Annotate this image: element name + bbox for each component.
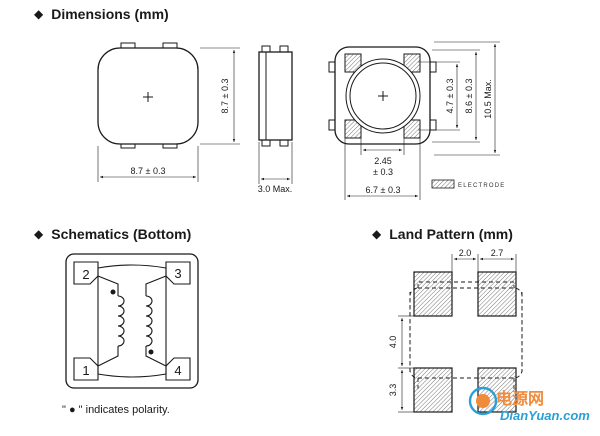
land-pad-bottom-left	[413, 367, 453, 413]
land-pad-top-right	[477, 271, 517, 317]
electrode-legend-swatch	[431, 179, 455, 189]
side-view-tab	[279, 139, 289, 147]
electrode-legend-label: ELECTRODE	[458, 183, 505, 189]
side-height-label: 3.0 Max.	[258, 184, 293, 194]
pad-height-label: 3.3	[388, 384, 398, 397]
electrode-pad	[344, 119, 362, 139]
pin-pad-1	[73, 357, 99, 381]
winding-1	[117, 295, 125, 347]
diamond-bullet-icon: ◆	[34, 227, 44, 241]
polarity-dot-icon	[148, 349, 154, 355]
top-height-label: 8.7 ± 0.3	[220, 79, 230, 114]
bottom-pad-width-label: 2.45	[374, 156, 392, 166]
bottom-view	[328, 41, 500, 200]
winding-2	[145, 295, 153, 347]
land-pattern-title-text: Land Pattern (mm)	[389, 226, 513, 242]
watermark-site-name: 电源网	[496, 391, 545, 408]
schematic-outline	[65, 253, 199, 389]
pin-label-4: 4	[174, 363, 181, 378]
electrode-pad	[403, 119, 421, 139]
top-width-label: 8.7 ± 0.3	[131, 166, 166, 176]
pin-label-3: 3	[174, 266, 181, 281]
side-view	[258, 45, 293, 184]
pin-label-1: 1	[82, 363, 89, 378]
land-pad-top-left	[413, 271, 453, 317]
side-view-tab	[261, 139, 271, 147]
pad-width-label: 2.7	[491, 248, 504, 258]
pin-pad-4	[165, 357, 191, 381]
side-view-tab	[261, 45, 271, 53]
gap-width-label: 2.0	[459, 248, 472, 258]
diamond-bullet-icon: ◆	[34, 7, 44, 21]
diamond-bullet-icon: ◆	[372, 227, 382, 241]
polarity-dot-icon	[110, 289, 116, 295]
dimensions-title-text: Dimensions (mm)	[51, 6, 169, 22]
polarity-note: " ● " indicates polarity.	[62, 404, 170, 416]
schematics-title: ◆ Schematics (Bottom)	[34, 226, 191, 242]
watermark: 电源网 DianYuan.com	[468, 384, 596, 432]
side-view-body	[258, 51, 293, 141]
core-inner-circle	[349, 62, 417, 130]
schematics-title-text: Schematics (Bottom)	[51, 226, 192, 242]
side-view-tab	[279, 45, 289, 53]
pin-pad-3	[165, 261, 191, 285]
schematic	[65, 253, 199, 389]
schematic-core	[97, 264, 167, 378]
bottom-inner-height-label: 4.7 ± 0.3	[445, 79, 455, 114]
electrode-pad	[403, 53, 421, 73]
watermark-logo-icon	[468, 386, 498, 416]
watermark-domain: DianYuan.com	[500, 408, 590, 423]
top-view	[97, 42, 240, 182]
pin-pad-2	[73, 261, 99, 285]
gap-height-label: 4.0	[388, 336, 398, 349]
bottom-mid-height-label: 8.6 ± 0.3	[464, 79, 474, 114]
electrode-pad	[344, 53, 362, 73]
bottom-outer-height-label: 10.5 Max.	[483, 79, 493, 119]
bottom-pad-tolerance-label: ± 0.3	[373, 167, 393, 177]
pin-label-2: 2	[82, 267, 89, 282]
bottom-width-label: 6.7 ± 0.3	[366, 185, 401, 195]
land-pattern-title: ◆ Land Pattern (mm)	[372, 226, 513, 242]
dimensions-title: ◆ Dimensions (mm)	[34, 6, 169, 22]
